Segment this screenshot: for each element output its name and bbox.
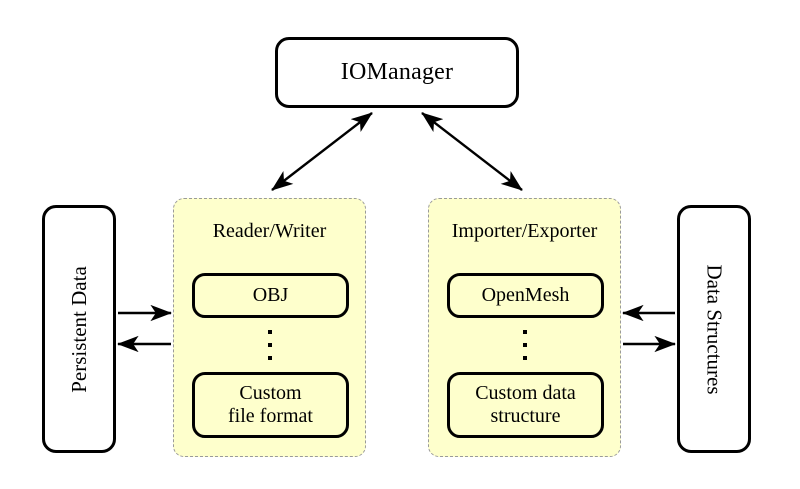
item-custom-data-structure-line2: structure — [490, 405, 561, 427]
io-manager-label: IOManager — [340, 59, 454, 85]
panel-importer-exporter[interactable]: Importer/Exporter OpenMesh Custom data s… — [428, 198, 621, 457]
panel-reader-writer-title: Reader/Writer — [212, 220, 327, 242]
persistent-data-node[interactable]: Persistent Data — [42, 205, 116, 453]
item-custom-data-structure[interactable]: Custom data structure — [447, 372, 604, 438]
panel-reader-writer[interactable]: Reader/Writer OBJ Custom file format — [173, 198, 366, 457]
item-custom-file-format[interactable]: Custom file format — [192, 372, 349, 438]
connector-manager-importer-exporter — [421, 112, 523, 191]
panel-importer-exporter-title: Importer/Exporter — [451, 220, 598, 242]
connector-manager-reader-writer — [271, 112, 373, 191]
ellipsis-dot — [522, 343, 527, 347]
item-obj-label: OBJ — [252, 284, 289, 307]
persistent-data-label: Persistent Data — [66, 265, 91, 393]
ellipsis-importer-exporter — [429, 330, 620, 360]
item-custom-file-format-line1: Custom — [239, 382, 302, 405]
ellipsis-dot — [267, 356, 272, 360]
data-structures-node[interactable]: Data Structures — [677, 205, 751, 453]
item-openmesh-label: OpenMesh — [481, 284, 570, 307]
ellipsis-dot — [522, 330, 527, 334]
item-custom-file-format-line2: file format — [228, 405, 313, 427]
ellipsis-dot — [267, 343, 272, 347]
data-structures-label: Data Structures — [702, 263, 727, 395]
ellipsis-dot — [267, 330, 272, 334]
ellipsis-reader-writer — [174, 330, 365, 360]
item-obj[interactable]: OBJ — [192, 273, 349, 318]
item-openmesh[interactable]: OpenMesh — [447, 273, 604, 318]
ellipsis-dot — [522, 356, 527, 360]
item-custom-data-structure-line1: Custom data — [475, 382, 576, 405]
io-manager-node[interactable]: IOManager — [275, 37, 519, 108]
